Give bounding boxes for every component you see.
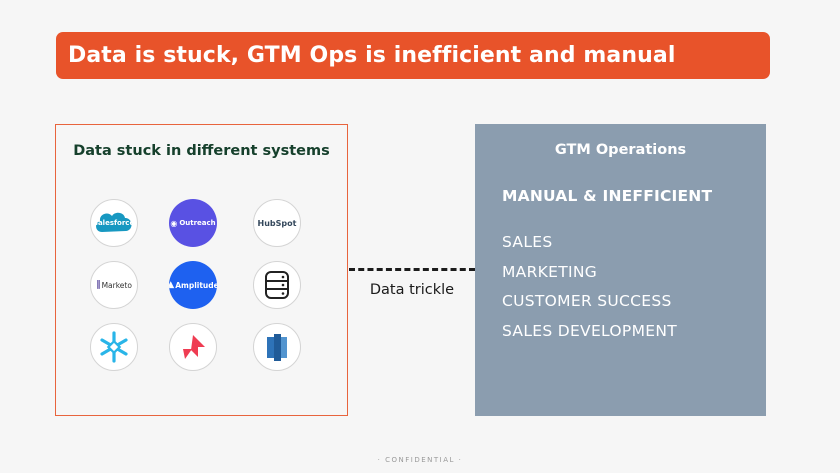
salesforce-label: salesforce	[93, 219, 135, 227]
marketo-label: Marketo	[101, 280, 132, 290]
operations-title: GTM Operations	[554, 142, 687, 158]
page-title: Data is stuck, GTM Ops is inefficient an…	[56, 32, 770, 79]
arrow-app-logo-icon	[169, 323, 217, 371]
snowflake-logo-icon	[90, 323, 138, 371]
team-item: SALES DEVELOPMENT	[502, 321, 678, 340]
salesforce-logo-icon: salesforce	[90, 199, 138, 247]
amplitude-label: Amplitude	[175, 280, 217, 290]
connector-label: Data trickle	[369, 282, 455, 298]
systems-panel: Data stuck in different systems salesfor…	[55, 124, 348, 416]
redshift-logo-icon	[253, 323, 301, 371]
hubspot-label: HubSpot	[257, 218, 297, 228]
systems-heading: Data stuck in different systems	[73, 143, 330, 159]
marketo-logo-icon: ‖ Marketo	[90, 261, 138, 309]
operations-subtitle: MANUAL & INEFFICIENT	[502, 187, 713, 205]
hubspot-logo-icon: HubSpot	[253, 199, 301, 247]
team-item: CUSTOMER SUCCESS	[502, 292, 672, 310]
amplitude-logo-icon: ▲ Amplitude	[169, 261, 217, 309]
outreach-logo-icon: ◉ Outreach	[169, 199, 217, 247]
gtm-operations-panel: GTM Operations MANUAL & INEFFICIENT SALE…	[475, 124, 766, 416]
confidential-footer: · CONFIDENTIAL ·	[377, 456, 463, 464]
data-trickle-connector	[349, 268, 475, 271]
team-list: SALES MARKETING CUSTOMER SUCCESS SALES D…	[502, 233, 677, 351]
database-icon	[253, 261, 301, 309]
outreach-label: Outreach	[179, 219, 216, 227]
team-item: MARKETING	[502, 262, 598, 281]
team-item: SALES	[502, 233, 553, 251]
